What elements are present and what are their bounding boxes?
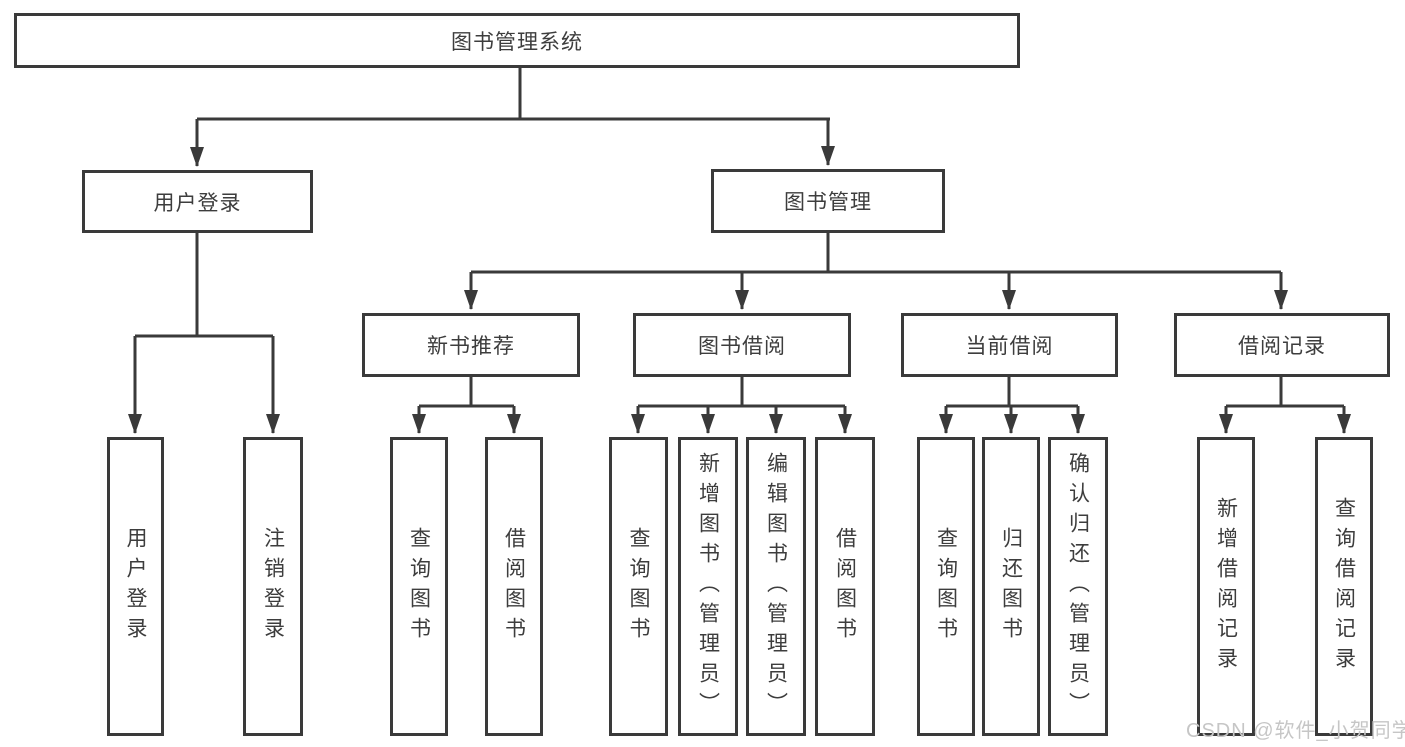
node-borrow-records-label: 借阅记录: [1238, 335, 1326, 358]
leaf-edit-books-admin-label: 编辑图书（管理员）: [764, 451, 788, 722]
leaf-query-books-borrow: 查询图书: [609, 437, 668, 736]
leaf-return-books-label: 归还图书: [999, 526, 1023, 647]
node-new-book-recommend: 新书推荐: [362, 313, 580, 377]
leaf-query-borrow-record-label: 查询借阅记录: [1332, 496, 1356, 677]
leaf-borrow-books-borrow-label: 借阅图书: [833, 526, 857, 647]
leaf-query-books-recommend-label: 查询图书: [407, 526, 431, 647]
leaf-add-borrow-record: 新增借阅记录: [1197, 437, 1255, 736]
leaf-query-books-borrow-label: 查询图书: [627, 526, 650, 647]
leaf-add-books-admin: 新增图书（管理员）: [678, 437, 738, 736]
leaf-borrow-books-recommend-label: 借阅图书: [502, 526, 526, 647]
leaf-query-borrow-record: 查询借阅记录: [1315, 437, 1373, 736]
connector-trunks: [135, 68, 1344, 408]
leaf-confirm-return-admin-label: 确认归还（管理员）: [1066, 451, 1090, 722]
leaf-logout-login: 注销登录: [243, 437, 303, 736]
leaf-edit-books-admin: 编辑图书（管理员）: [746, 437, 806, 736]
node-current-borrow-label: 当前借阅: [965, 335, 1054, 358]
node-user-login: 用户登录: [82, 170, 313, 233]
leaf-return-books: 归还图书: [982, 437, 1040, 736]
leaf-user-login-label: 用户登录: [124, 526, 147, 647]
leaf-query-books-current: 查询图书: [917, 437, 975, 736]
node-book-borrow: 图书借阅: [633, 313, 851, 377]
node-user-login-label: 用户登录: [153, 191, 242, 215]
leaf-borrow-books-recommend: 借阅图书: [485, 437, 543, 736]
leaf-borrow-books-borrow: 借阅图书: [815, 437, 875, 736]
node-book-management-label: 图书管理: [784, 191, 872, 214]
leaf-add-borrow-record-label: 新增借阅记录: [1214, 496, 1238, 677]
leaf-add-books-admin-label: 新增图书（管理员）: [696, 451, 720, 722]
leaf-user-login: 用户登录: [107, 437, 164, 736]
node-root: 图书管理系统: [14, 13, 1020, 68]
node-current-borrow: 当前借阅: [901, 313, 1118, 377]
leaf-query-books-current-label: 查询图书: [934, 526, 958, 647]
connector-arrows: [128, 119, 1351, 434]
node-book-management: 图书管理: [711, 169, 945, 233]
leaf-logout-login-label: 注销登录: [261, 526, 285, 647]
node-borrow-records: 借阅记录: [1174, 313, 1390, 377]
node-book-borrow-label: 图书借阅: [698, 335, 786, 358]
leaf-confirm-return-admin: 确认归还（管理员）: [1048, 437, 1108, 736]
node-new-book-recommend-label: 新书推荐: [427, 335, 515, 358]
leaf-query-books-recommend: 查询图书: [390, 437, 448, 736]
node-root-label: 图书管理系统: [451, 30, 583, 54]
csdn-watermark: CSDN @软件_小贺同学: [1186, 720, 1405, 742]
